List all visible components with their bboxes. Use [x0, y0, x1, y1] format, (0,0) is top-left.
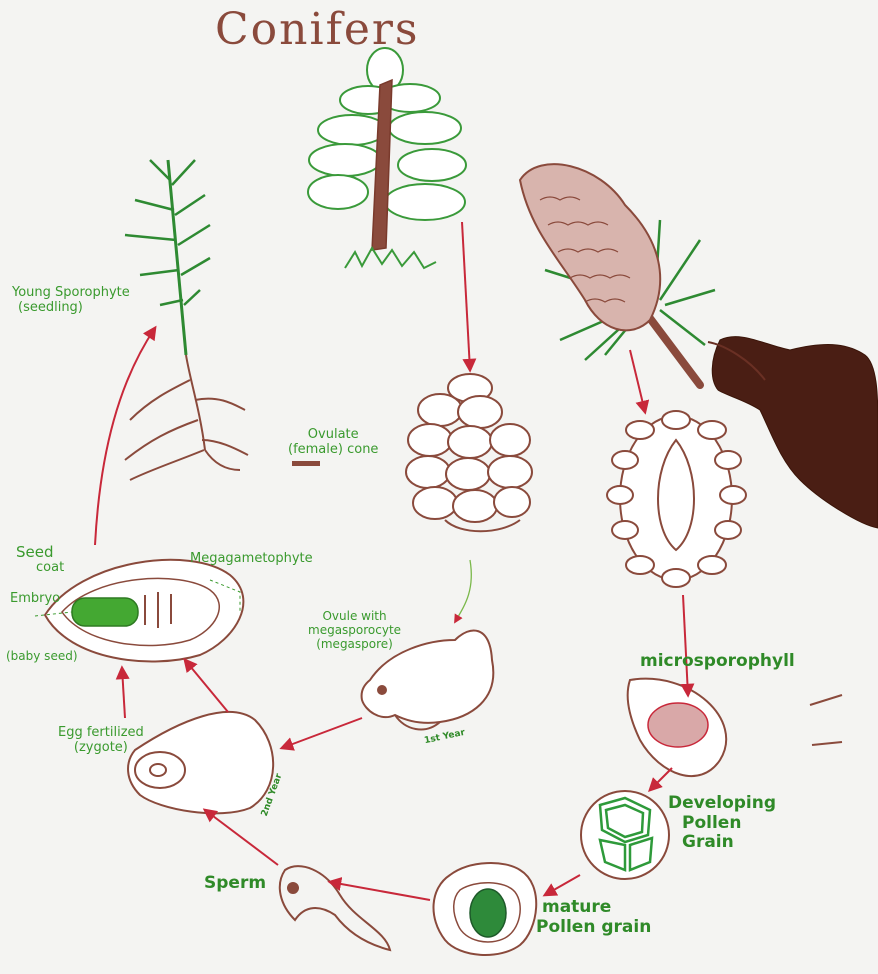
microsporophyll-label: microsporophyll	[640, 651, 795, 671]
ovulate-cone-label-line2: (female) cone	[288, 441, 379, 457]
egg-fertilized-label-line1: Egg fertilized	[58, 725, 144, 740]
mature-pollen-label: mature Pollen grain	[536, 897, 652, 937]
ovule-illustration	[360, 629, 495, 731]
mature-pollen-label-line1: mature	[542, 897, 612, 917]
young-sporophyte-label-line1: Young Sporophyte	[12, 285, 130, 300]
ovulate-cone-illustration	[405, 373, 533, 533]
ovule-label-line3: (megaspore)	[316, 636, 393, 651]
developing-pollen-label-line3: Grain	[682, 832, 734, 853]
page-title: Conifers	[215, 4, 420, 55]
egg-fertilized-label: Egg fertilized (zygote)	[58, 725, 144, 756]
seed-illustration	[34, 558, 245, 663]
developing-pollen-label: Developing Pollen Grain	[668, 793, 777, 853]
microsporophyll-illustration	[626, 677, 843, 778]
mature-pollen-label-line2: Pollen grain	[536, 916, 652, 937]
young-sporophyte-label-line2: (seedling)	[18, 299, 83, 315]
seed-coat-label-line1: Seed	[16, 543, 54, 561]
ovule-label: Ovule with megasporocyte (megaspore)	[308, 609, 402, 651]
ovule-label-line2: megasporocyte	[308, 622, 402, 637]
embryo-label: Embryo	[10, 591, 61, 606]
egg-fertilized-label-line2: (zygote)	[73, 739, 128, 755]
sperm-label: Sperm	[204, 873, 267, 893]
megagametophyte-label: Megagametophyte	[190, 551, 313, 566]
young-sporophyte-label: Young Sporophyte (seedling)	[12, 285, 130, 316]
ovulate-cone-label: Ovulate (female) cone	[288, 427, 379, 458]
ovulate-cone-marker	[292, 461, 320, 466]
baby-seed-label: (baby seed)	[6, 649, 78, 663]
developing-pollen-illustration	[580, 790, 670, 880]
pollen-cone-illustration	[518, 163, 716, 389]
seed-coat-label: Seed coat	[16, 543, 65, 576]
mature-pollen-illustration	[432, 862, 538, 956]
ovule-connector	[454, 559, 472, 624]
developing-pollen-label-line1: Developing	[668, 793, 777, 813]
life-cycle-arrows	[94, 221, 695, 901]
developing-pollen-label-line2: Pollen	[682, 812, 742, 833]
seed-coat-label-line2: coat	[36, 560, 65, 576]
sperm-illustration	[278, 865, 392, 952]
microsporangium-illustration	[606, 410, 747, 588]
mature-tree-illustration	[307, 47, 467, 270]
fertilized-egg-illustration	[127, 711, 275, 815]
pointing-hand	[707, 336, 878, 529]
ovule-label-line1: Ovule with	[322, 609, 387, 623]
seedling-illustration	[124, 159, 249, 481]
ovulate-cone-label-line1: Ovulate	[307, 427, 359, 442]
